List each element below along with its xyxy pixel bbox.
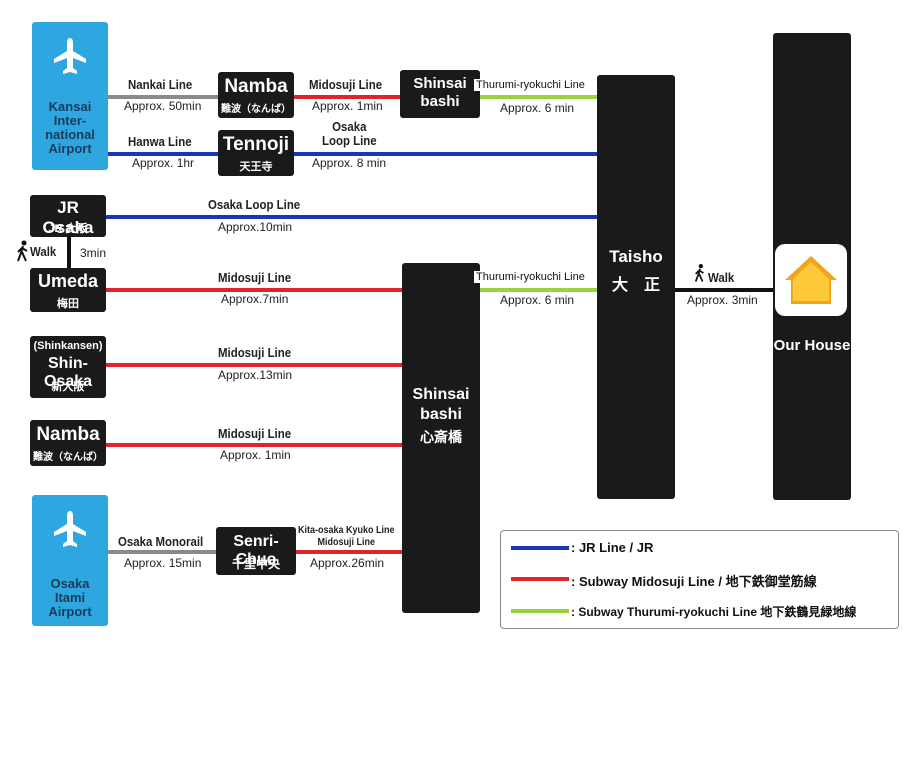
monorail-time: Approx. 15min <box>124 556 202 570</box>
kansai-airport-name: Kansai Inter- national Airport <box>45 99 95 156</box>
itami-airport-box: Osaka Itami Airport <box>32 495 108 626</box>
osaka-loop-tennoji-label: Osaka Loop Line <box>322 119 377 148</box>
osaka-loop-tennoji-time: Approx. 8 min <box>312 156 387 170</box>
station-name: JR Osaka <box>42 198 94 237</box>
station-sub: 心斎橋 <box>420 429 462 445</box>
thurumi-mid-label: Thurumi-ryokuchi Line <box>474 271 587 283</box>
midosuji-line-shin-osaka <box>106 363 404 367</box>
station-taisho: Taisho 大 正 <box>597 75 675 499</box>
house-icon-tile <box>775 244 847 316</box>
station-name: Namba <box>36 424 100 445</box>
house-icon <box>785 256 837 304</box>
walk-house-label: Walk <box>708 270 735 285</box>
legend-midosuji-swatch <box>511 577 569 581</box>
thurumi-top-label: Thurumi-ryokuchi Line <box>474 79 587 91</box>
thurumi-line-top <box>478 95 598 99</box>
station-sub: JR 大阪 <box>48 223 88 235</box>
midosuji-line-namba <box>294 95 404 99</box>
station-sub: 難波（なんば） <box>33 452 103 463</box>
station-name: Namba <box>224 76 288 97</box>
legend-jr-label: : JR Line / JR <box>571 540 654 555</box>
nankai-time: Approx. 50min <box>124 99 202 113</box>
legend-jr-swatch <box>511 546 569 550</box>
legend-midosuji-label: : Subway Midosuji Line / 地下鉄御堂筋線 <box>571 574 817 589</box>
legend: : JR Line / JR : Subway Midosuji Line / … <box>500 530 899 629</box>
kita-osaka-time: Approx.26min <box>310 556 385 570</box>
midosuji-namba-top-label: Midosuji Line <box>309 77 383 92</box>
station-name: Shinsai bashi <box>413 75 467 110</box>
hanwa-line <box>108 152 220 156</box>
station-tennoji: Tennoji 天王寺 <box>218 130 294 176</box>
station-pre: (Shinkansen) <box>33 340 103 352</box>
station-sub: 梅田 <box>57 298 79 310</box>
midosuji-namba-low-label: Midosuji Line <box>218 426 292 441</box>
midosuji-shin-osaka-label: Midosuji Line <box>218 345 292 360</box>
nankai-line <box>108 95 220 99</box>
station-sub: 大 正 <box>611 277 660 294</box>
station-name: Umeda <box>37 271 99 291</box>
osaka-loop-jr-label: Osaka Loop Line <box>208 197 301 212</box>
airplane-icon <box>54 38 86 74</box>
station-senri-chuo: Senri-Chuo 千里中央 <box>216 527 296 575</box>
station-name: Shin-Osaka <box>43 355 93 390</box>
thurumi-top-time: Approx. 6 min <box>500 101 575 115</box>
osaka-loop-jr-time: Approx.10min <box>218 220 293 234</box>
midosuji-line-umeda <box>106 288 404 292</box>
midosuji-line-namba-low <box>106 443 404 447</box>
legend-thurumi-label: : Subway Thurumi-ryokuchi Line 地下鉄鶴見緑地線 <box>571 605 857 619</box>
osaka-loop-line-jr <box>106 215 598 219</box>
kansai-airport-box: Kansai Inter- national Airport <box>32 22 108 170</box>
station-umeda: Umeda 梅田 <box>30 268 106 312</box>
station-name: Senri-Chuo <box>233 533 279 568</box>
hanwa-time: Approx. 1hr <box>132 156 195 170</box>
midosuji-namba-top-time: Approx. 1min <box>312 99 383 113</box>
station-namba-top: Namba 難波（なんば） <box>218 72 294 118</box>
our-house-box: Our House <box>773 33 851 500</box>
station-shinsaibashi-top: Shinsai bashi <box>400 70 480 118</box>
station-sub: 新大阪 <box>51 381 85 393</box>
station-name: Tennoji <box>222 134 290 155</box>
station-sub: 天王寺 <box>239 161 273 173</box>
airplane-icon <box>54 511 86 547</box>
walk-jr-umeda-time: 3min <box>80 246 107 260</box>
itami-airport-name: Osaka Itami Airport <box>48 576 92 619</box>
station-name: Taisho <box>609 247 663 266</box>
hanwa-line-label: Hanwa Line <box>128 134 192 149</box>
station-sub: 難波（なんば） <box>221 104 291 115</box>
thurumi-line-mid <box>480 288 598 292</box>
station-name: Shinsai bashi <box>412 386 470 423</box>
midosuji-umeda-label: Midosuji Line <box>218 270 292 285</box>
legend-thurumi-swatch <box>511 609 569 613</box>
station-sub: 千里中央 <box>231 557 280 571</box>
osaka-loop-line-tennoji <box>294 152 598 156</box>
midosuji-umeda-time: Approx.7min <box>221 292 289 306</box>
kita-osaka-label: Kita-osaka Kyuko Line Midosuji Line <box>298 525 395 548</box>
station-shinsaibashi-big: Shinsai bashi 心斎橋 <box>402 263 480 613</box>
monorail-label: Osaka Monorail <box>118 534 204 549</box>
walking-person-icon <box>694 264 704 282</box>
station-jr-osaka: JR Osaka JR 大阪 <box>30 195 106 237</box>
kita-osaka-line <box>294 550 404 554</box>
station-namba-low: Namba 難波（なんば） <box>30 420 106 466</box>
walk-line-house <box>674 288 774 292</box>
midosuji-namba-low-time: Approx. 1min <box>220 448 291 462</box>
house-name: Our House <box>773 337 851 354</box>
walk-jr-umeda-label: Walk <box>30 244 57 259</box>
walk-house-time: Approx. 3min <box>687 293 758 307</box>
station-shin-osaka: (Shinkansen) Shin-Osaka 新大阪 <box>30 336 106 398</box>
nankai-line-label: Nankai Line <box>128 77 193 92</box>
thurumi-mid-time: Approx. 6 min <box>500 293 575 307</box>
monorail-line <box>108 550 220 554</box>
midosuji-shin-osaka-time: Approx.13min <box>218 368 293 382</box>
walking-person-icon <box>17 240 28 262</box>
walk-connector <box>67 236 71 268</box>
